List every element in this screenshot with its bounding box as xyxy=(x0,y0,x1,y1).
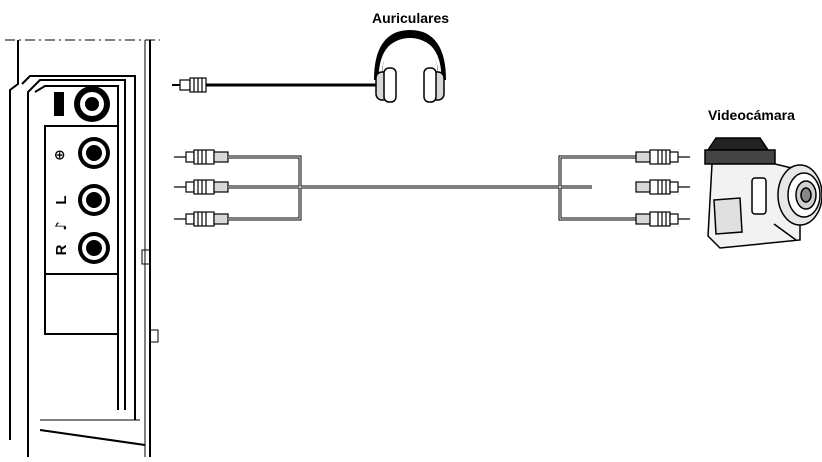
minijack-plug-icon xyxy=(172,77,207,93)
camcorder-icon xyxy=(704,137,822,249)
headphones-icon xyxy=(374,29,446,103)
headphone-jack xyxy=(54,86,110,122)
jack-marking-video: ⊕ xyxy=(52,149,68,161)
rca-jack-video xyxy=(78,137,110,169)
camcorder-label: Videocámara xyxy=(708,107,795,123)
tv-side-panel xyxy=(5,39,160,457)
headphones-label: Auriculares xyxy=(372,10,450,26)
av-cable-inner xyxy=(228,156,636,220)
rca-jack-right xyxy=(78,232,110,264)
av-cable xyxy=(228,155,636,221)
jack-marking-audio: ♪ xyxy=(52,221,70,231)
jack-marking-left: L xyxy=(53,195,70,204)
rca-jack-left xyxy=(78,184,110,216)
jack-marking-right: R xyxy=(53,244,70,255)
rca-plug-icon xyxy=(635,149,690,227)
rca-plug-icon xyxy=(174,149,229,227)
